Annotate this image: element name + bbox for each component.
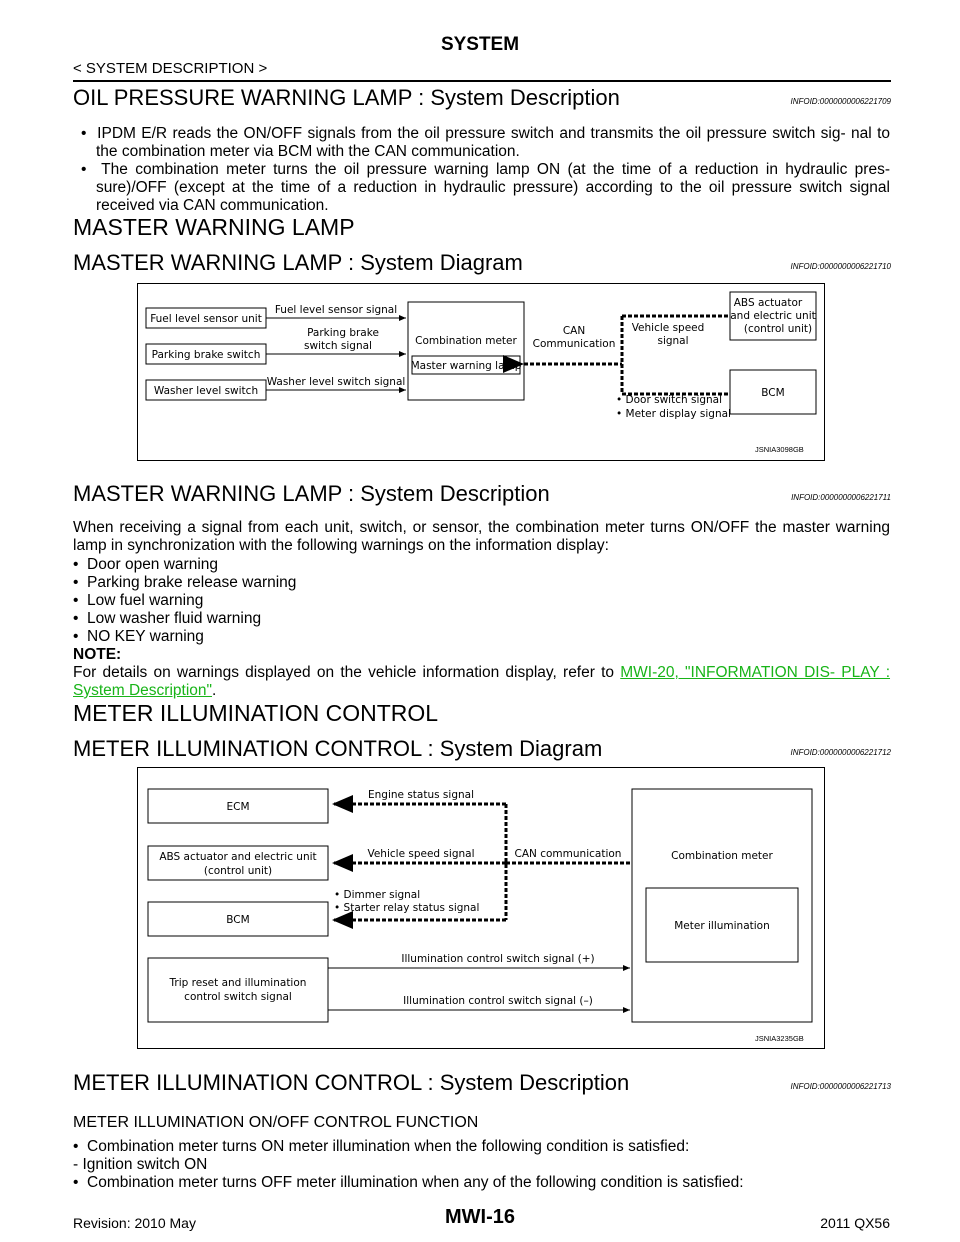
list-item: • IPDM E/R reads the ON/OFF signals from… [81,125,890,160]
list-item: • Parking brake release warning [73,574,297,591]
figure-tag: JSNIA3098GB [755,445,804,454]
note-paragraph: For details on warnings displayed on the… [73,664,891,699]
starter-signal-label: • Starter relay status signal [334,902,479,914]
section-title-oil-pressure: OIL PRESSURE WARNING LAMP : System Descr… [73,85,620,110]
list-item: • NO KEY warning [73,628,204,645]
footer-revision: Revision: 2010 May [73,1215,196,1231]
ecm-label: ECM [226,801,249,813]
page-header-subtitle: < SYSTEM DESCRIPTION > [73,60,268,77]
abs-label-1: ABS actuator and electric unit [159,851,316,863]
list-item: • Combination meter turns OFF meter illu… [73,1174,744,1191]
ecm-box [147,788,329,824]
parking-switch-label: Parking brake switch [152,349,261,361]
parking-signal-label-2: switch signal [304,340,372,352]
heading-meter-illumination-control: METER ILLUMINATION CONTROL [73,700,439,726]
infoid-master-diagram: INFOID:0000000006221710 [790,262,891,271]
master-lamp-label: Master warning lamp [411,360,522,372]
header-divider [73,80,891,82]
door-signal-label: • Door switch signal [616,394,722,406]
list-item: • The combination meter turns the oil pr… [81,161,890,214]
bcm-label: BCM [761,387,784,399]
master-intro-paragraph: When receiving a signal from each unit, … [73,519,890,554]
can-label-1: CAN [563,325,585,337]
fuel-signal-label: Fuel level sensor signal [275,304,397,316]
subheading-illumination-function: METER ILLUMINATION ON/OFF CONTROL FUNCTI… [73,1114,479,1131]
footer-model: 2011 QX56 [820,1215,890,1231]
list-item: • Combination meter turns ON meter illum… [73,1138,690,1155]
washer-switch-label: Washer level switch [154,385,258,397]
trip-label-2: control switch signal [184,991,292,1003]
washer-signal-label: Washer level switch signal [267,376,406,388]
combination-meter-box [407,301,525,401]
infoid-master-description: INFOID:0000000006221711 [791,493,891,502]
infoid-meter-description: INFOID:0000000006221713 [790,1082,891,1091]
illum-minus-label: Illumination control switch signal (–) [403,995,593,1007]
meter-illumination-diagram: ECM ABS actuator and electric unit (cont… [137,767,825,1049]
section-title-meter-diagram: METER ILLUMINATION CONTROL : System Diag… [73,736,603,761]
figure-tag: JSNIA3235GB [755,1034,804,1043]
speed-signal-label-1: Vehicle speed [632,322,705,334]
note-label: NOTE: [73,646,122,663]
section-title-meter-description: METER ILLUMINATION CONTROL : System Desc… [73,1070,630,1095]
list-item: • Low washer fluid warning [73,610,262,627]
illum-plus-label: Illumination control switch signal (+) [401,953,594,965]
section-title-master-diagram: MASTER WARNING LAMP : System Diagram [73,250,523,275]
can-label: CAN communication [515,848,622,860]
meter-display-signal-label: • Meter display signal [616,408,731,420]
trip-reset-box [147,957,329,1023]
bcm-label: BCM [226,914,249,926]
bcm-box [729,369,817,415]
page-header-title: SYSTEM [440,34,520,55]
infoid-oil-pressure: INFOID:0000000006221709 [790,97,891,106]
combination-meter-label: Combination meter [671,850,773,862]
trip-label-1: Trip reset and illumination [169,977,307,989]
master-warning-diagram: Fuel level sensor unit Parking brake swi… [137,283,825,461]
meter-illumination-label: Meter illumination [674,920,770,932]
list-item: • Door open warning [73,556,219,573]
speed-signal-label-2: signal [657,335,688,347]
list-item: • Low fuel warning [73,592,204,609]
abs-label-2: (control unit) [204,865,272,877]
combination-meter-label: Combination meter [415,335,517,347]
engine-signal-label: Engine status signal [368,789,474,801]
parking-signal-label-1: Parking brake [307,327,379,339]
info-display-link[interactable]: MWI-20, "INFORMATION DIS- PLAY : System … [73,664,891,699]
infoid-meter-diagram: INFOID:0000000006221712 [790,748,891,757]
abs-unit-box [147,845,329,881]
speed-signal-label: Vehicle speed signal [367,848,474,860]
bcm-box [147,901,329,937]
dimmer-signal-label: • Dimmer signal [334,889,420,901]
abs-label-3: (control unit) [744,323,812,335]
meter-illumination-box [645,887,799,963]
heading-master-warning-lamp: MASTER WARNING LAMP [73,214,355,240]
list-item: - Ignition switch ON [73,1156,208,1173]
section-title-master-description: MASTER WARNING LAMP : System Description [73,481,550,506]
abs-label-2: and electric unit [730,310,816,322]
fuel-sensor-label: Fuel level sensor unit [150,313,262,325]
abs-unit-box [729,291,817,341]
abs-label-1: ABS actuator [734,297,803,309]
footer-page-number: MWI-16 [445,1206,515,1228]
can-label-2: Communication [533,338,616,350]
